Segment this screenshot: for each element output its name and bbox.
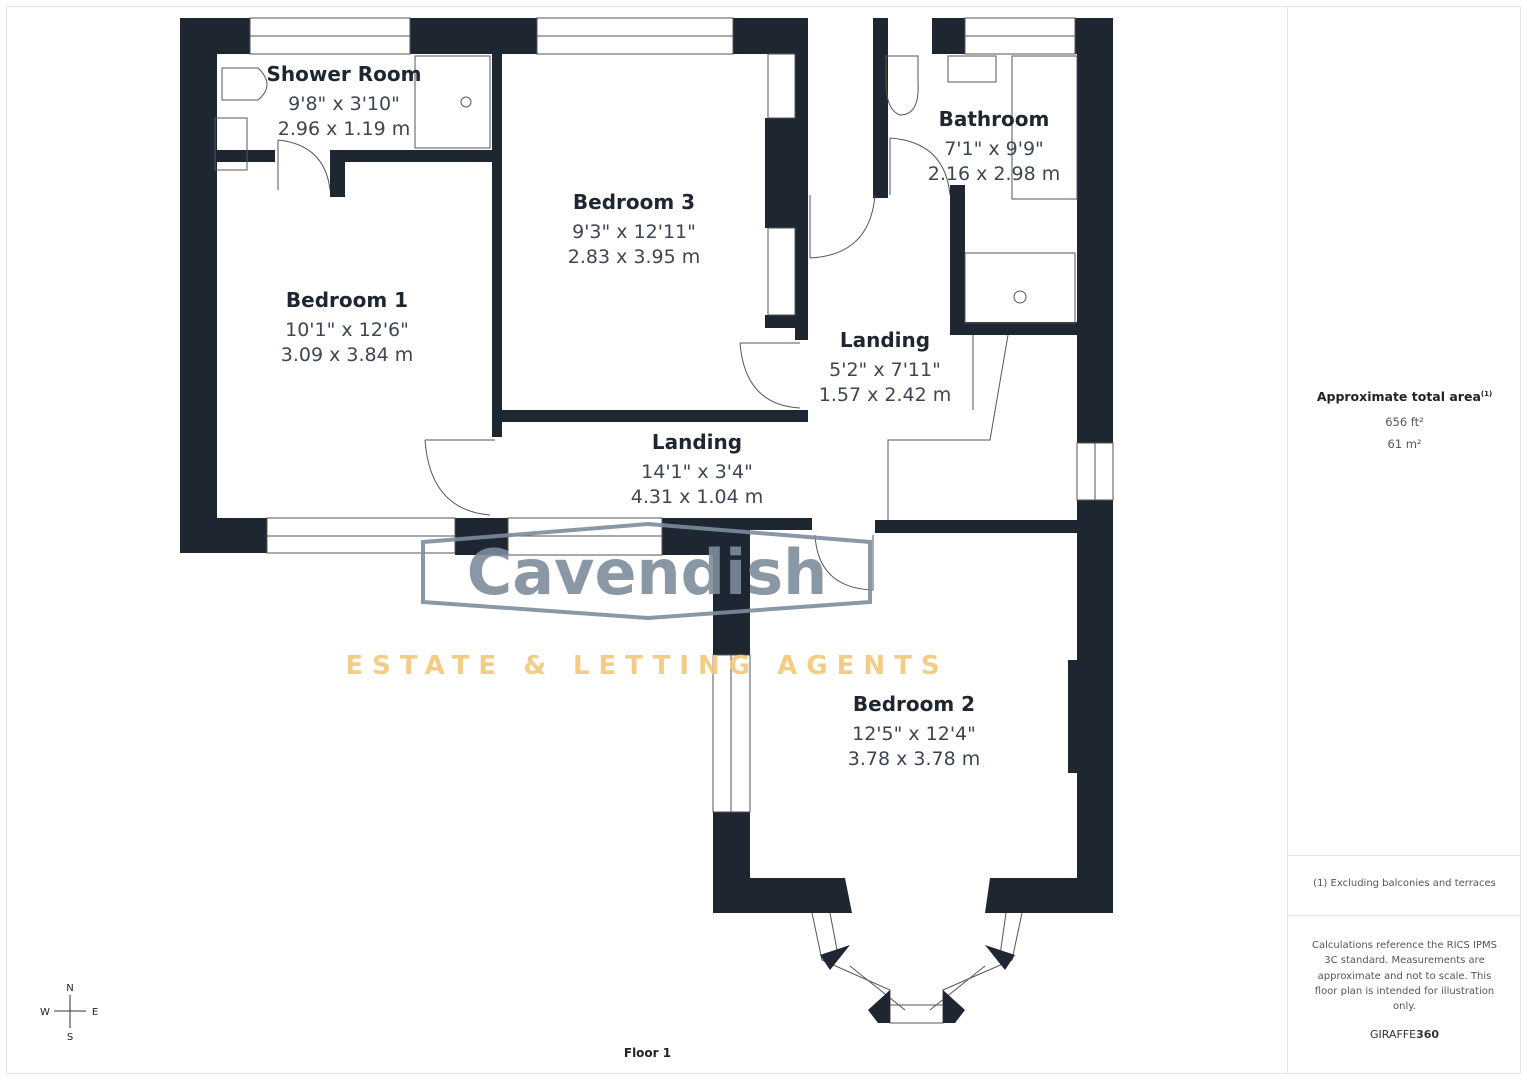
- compass-n: N: [66, 983, 73, 994]
- divider: [1288, 855, 1521, 856]
- brand-logo: GIRAFFE360: [1369, 1028, 1440, 1041]
- room-name: Bedroom 1: [286, 288, 408, 312]
- room-name: Bedroom 2: [853, 692, 975, 716]
- room-name: Bedroom 3: [573, 190, 695, 214]
- info-panel: Approximate total area(1) 656 ft² 61 m² …: [1287, 6, 1521, 1074]
- room-metric: 4.31 x 1.04 m: [631, 486, 763, 508]
- area-m: 61 m²: [1387, 437, 1422, 451]
- compass-icon: N S W E: [40, 983, 98, 1043]
- room-metric: 3.78 x 3.78 m: [848, 748, 980, 770]
- room-imperial: 12'5" x 12'4": [852, 723, 976, 745]
- watermark-logo: Cavendish ESTATE & LETTING AGENTS: [345, 521, 948, 681]
- bay-corners: [820, 945, 1015, 1023]
- room-name: Landing: [840, 328, 930, 352]
- room-metric: 1.57 x 2.42 m: [819, 384, 951, 406]
- divider: [1288, 915, 1521, 916]
- area-title: Approximate total area(1): [1316, 389, 1493, 404]
- page-frame: [6, 6, 1521, 1074]
- room-imperial: 10'1" x 12'6": [285, 319, 409, 341]
- watermark-tagline: ESTATE & LETTING AGENTS: [345, 651, 948, 681]
- room-imperial: 9'8" x 3'10": [288, 93, 400, 115]
- room-imperial: 7'1" x 9'9": [944, 138, 1044, 160]
- compass-w: W: [40, 1007, 50, 1018]
- compass-s: S: [67, 1032, 73, 1043]
- room-imperial: 14'1" x 3'4": [641, 461, 753, 483]
- room-name: Shower Room: [267, 62, 422, 86]
- area-ft: 656 ft²: [1385, 415, 1424, 429]
- room-labels: Shower Room 9'8" x 3'10" 2.96 x 1.19 m B…: [267, 62, 1061, 770]
- walls: [180, 18, 1113, 913]
- room-name: Landing: [652, 430, 742, 454]
- disclaimer: Calculations reference the RICS IPMS 3C …: [1311, 940, 1498, 1013]
- footnote: (1) Excluding balconies and terraces: [1313, 878, 1496, 889]
- room-name: Bathroom: [939, 107, 1050, 131]
- room-metric: 3.09 x 3.84 m: [281, 344, 413, 366]
- floor-label: Floor 1: [623, 1046, 672, 1060]
- room-metric: 2.16 x 2.98 m: [928, 163, 1060, 185]
- room-metric: 2.83 x 3.95 m: [568, 246, 700, 268]
- room-imperial: 5'2" x 7'11": [829, 359, 941, 381]
- watermark-name: Cavendish: [467, 536, 828, 609]
- compass-e: E: [92, 1007, 98, 1018]
- room-imperial: 9'3" x 12'11": [572, 221, 696, 243]
- room-metric: 2.96 x 1.19 m: [278, 118, 410, 140]
